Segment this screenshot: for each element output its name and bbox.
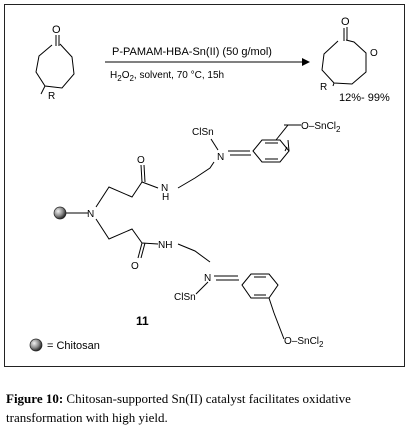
product-ring-oxygen: O (370, 48, 378, 59)
reagent-label: P-PAMAM-HBA-Sn(II) (50 g/mol) (112, 46, 272, 58)
catalyst-structure (66, 124, 301, 340)
reactant-r-group: R (48, 91, 55, 102)
imine-nitrogen-top: N (217, 152, 224, 163)
amide-nitrogen-top: N (161, 183, 168, 194)
clsn-top: ClSn (192, 127, 214, 138)
product-lactone (321, 27, 367, 87)
figure-frame (4, 4, 405, 367)
o-sncl2-bottom: O–SnCl2 (284, 336, 324, 349)
caption-label: Figure 10: (6, 391, 64, 406)
product-r-group: R (320, 82, 327, 93)
conditions-label: H2O2, solvent, 70 °C, 15h (110, 70, 224, 83)
amide-nh-bottom: NH (158, 240, 172, 251)
imine-nitrogen-bottom: N (204, 273, 211, 284)
legend-label: = Chitosan (47, 340, 100, 352)
central-nitrogen: N (87, 209, 94, 220)
caption-text: Chitosan-supported Sn(II) catalyst facil… (6, 391, 351, 425)
carbonyl-oxygen-top: O (137, 155, 145, 166)
compound-number: 11 (136, 314, 149, 328)
reactant-oxygen: O (52, 24, 61, 36)
clsn-bottom: ClSn (174, 292, 196, 303)
yield-label: 12%- 99% (339, 92, 390, 104)
carbonyl-oxygen-bottom: O (131, 261, 139, 272)
amide-hydrogen-top: H (162, 192, 169, 203)
legend-chitosan-icon (29, 338, 43, 352)
product-carbonyl-oxygen: O (341, 16, 350, 28)
figure-caption: Figure 10: Chitosan-supported Sn(II) cat… (6, 389, 402, 427)
reactant-ketone (35, 35, 75, 95)
o-sncl2-top: O–SnCl2 (301, 121, 341, 134)
chitosan-bead-icon (53, 206, 67, 220)
